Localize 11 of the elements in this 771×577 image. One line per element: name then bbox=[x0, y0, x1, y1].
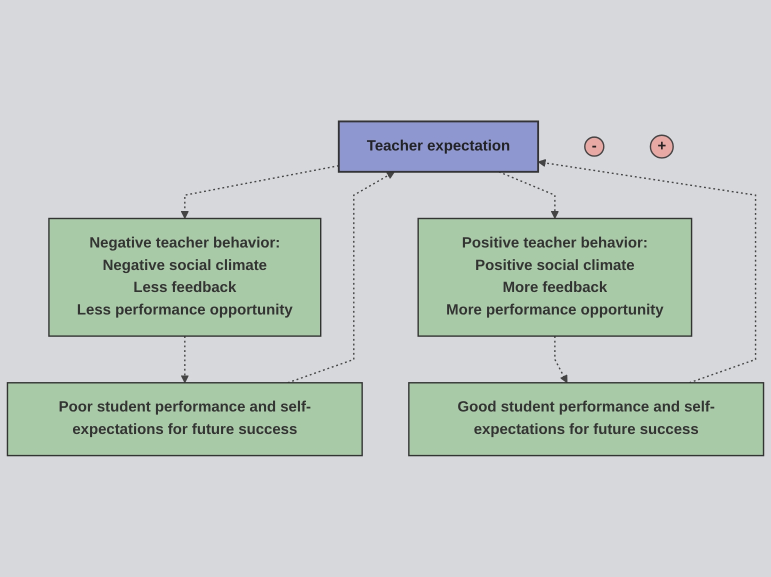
arrow bbox=[554, 336, 568, 384]
node-circle: - bbox=[584, 136, 604, 157]
arrow bbox=[180, 336, 189, 384]
node-box: Teacher expectation bbox=[338, 120, 540, 173]
node-box: Poor student performance and self-expectations for future success bbox=[6, 382, 363, 456]
arrow bbox=[538, 158, 756, 384]
node-circle: + bbox=[650, 134, 674, 159]
node-box: Good student performance and self-expectations for future success bbox=[408, 382, 764, 456]
arrow bbox=[180, 165, 339, 219]
node-box: Positive teacher behavior: Positive social climate More feedback More performance opportunity bbox=[417, 218, 692, 337]
node-box: Negative teacher behavior: Negative social climate Less feedback Less performance opportunity bbox=[48, 218, 322, 337]
